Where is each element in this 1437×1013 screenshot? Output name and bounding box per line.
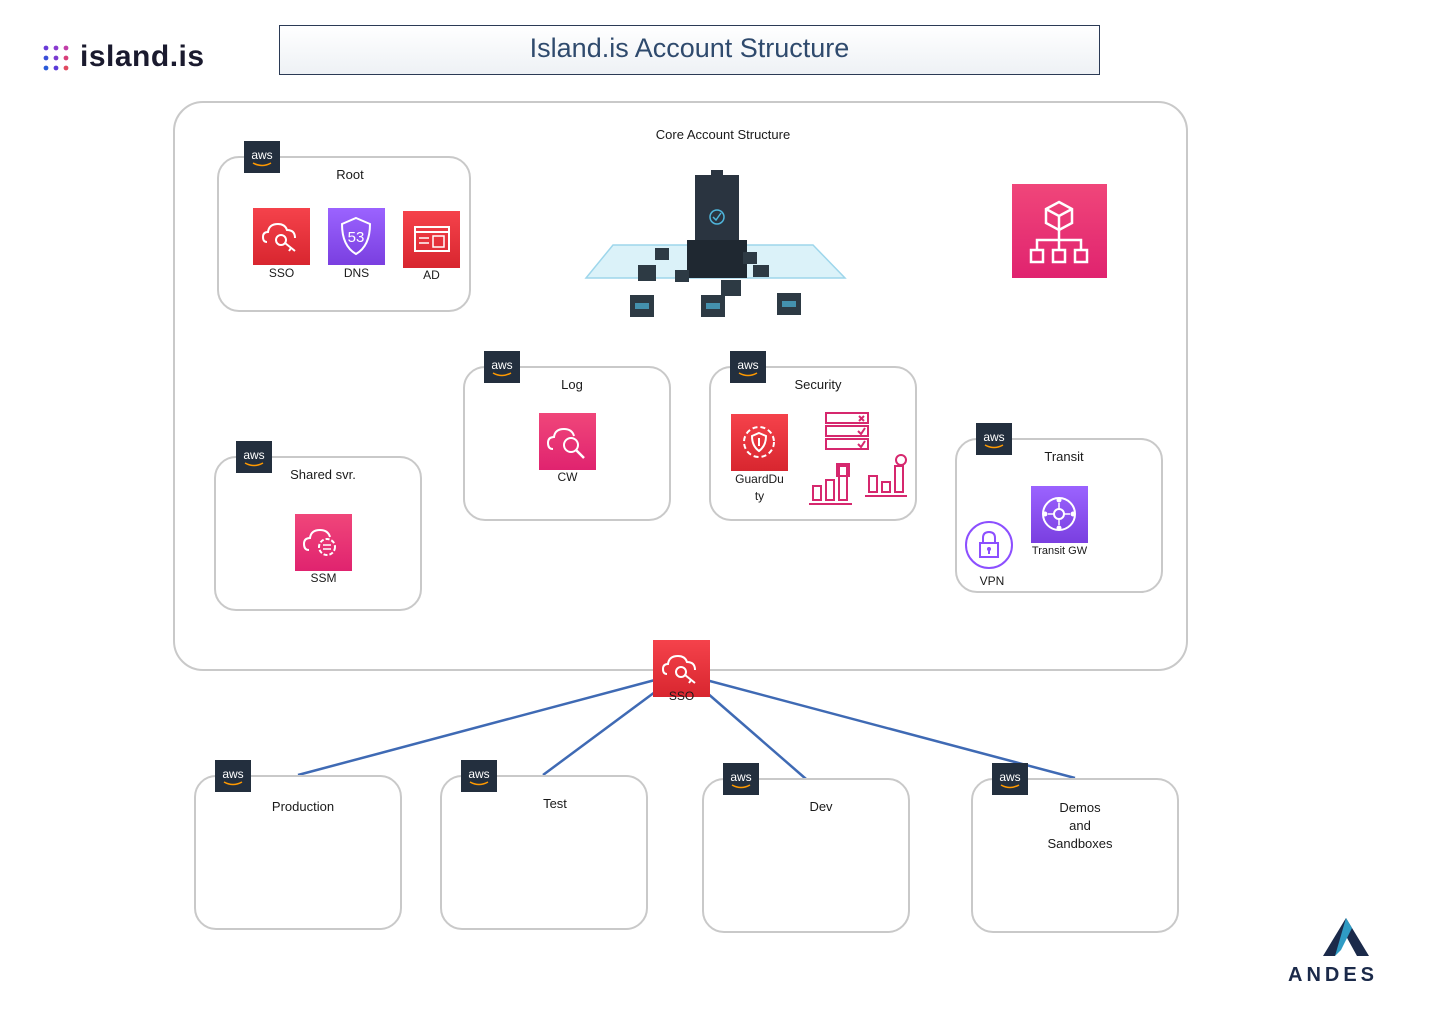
sso-hub-icon — [653, 640, 710, 697]
dns-label: DNS — [343, 266, 370, 280]
security-hub-icon — [809, 412, 907, 505]
transit-gw-label: Transit GW — [1031, 545, 1088, 557]
organizations-icon — [1012, 184, 1107, 278]
demos-label-line3: Sandboxes — [1047, 836, 1113, 851]
cloudwatch-icon — [539, 413, 596, 470]
shared-services-label: Shared svr. — [290, 467, 356, 482]
control-tower-icon — [584, 170, 847, 317]
connector-test — [542, 690, 656, 777]
diagram-title: Island.is Account Structure — [529, 33, 850, 63]
test-label: Test — [543, 796, 567, 811]
aws-badge-text: aws — [999, 770, 1020, 784]
ad-label: AD — [423, 268, 440, 282]
demos-sandboxes-account — [971, 778, 1179, 933]
aws-badge-log: aws — [484, 351, 520, 383]
demos-label-line1: Demos — [1059, 800, 1101, 815]
demos-sandboxes-label: Demos and Sandboxes — [1030, 799, 1130, 853]
root-account-label: Root — [336, 167, 364, 182]
aws-badge-text: aws — [491, 358, 512, 372]
guardduty-icon — [731, 414, 788, 471]
security-account-label: Security — [794, 377, 842, 392]
aws-badge-text: aws — [251, 148, 272, 162]
cw-label: CW — [557, 470, 578, 484]
directory-service-icon — [403, 211, 460, 268]
title-box — [279, 25, 1100, 75]
aws-badge-text: aws — [983, 430, 1004, 444]
dev-account — [702, 778, 910, 933]
island-logo-text: island.is — [80, 40, 205, 73]
aws-badge-text: aws — [737, 358, 758, 372]
aws-badge-text: aws — [468, 767, 489, 781]
island-logo-icon — [43, 45, 69, 71]
aws-badge-production: aws — [215, 760, 251, 792]
sso-label: SSO — [268, 266, 295, 280]
aws-badge-shared: aws — [236, 441, 272, 473]
dev-label: Dev — [809, 799, 833, 814]
guardduty-label-line1: GuardDu — [735, 472, 784, 486]
production-account — [194, 775, 402, 930]
guardduty-label-line2: ty — [754, 489, 765, 503]
guardduty-label: GuardDu ty — [722, 471, 797, 505]
aws-badge-text: aws — [222, 767, 243, 781]
connector-dev — [705, 691, 807, 780]
demos-label-line2: and — [1069, 818, 1091, 833]
sso-icon — [253, 208, 310, 265]
production-label: Production — [271, 799, 335, 814]
aws-badge-text: aws — [243, 448, 264, 462]
log-account-label: Log — [561, 377, 583, 392]
ssm-icon — [295, 514, 352, 571]
route53-icon: 53 — [328, 208, 385, 265]
ssm-label: SSM — [310, 571, 337, 585]
transit-gateway-icon — [1031, 486, 1088, 543]
aws-badge-root: aws — [244, 141, 280, 173]
andes-logo-icon — [1323, 918, 1369, 956]
aws-badge-demos: aws — [992, 763, 1028, 795]
vpn-icon — [965, 521, 1013, 569]
aws-badge-text: aws — [730, 770, 751, 784]
aws-badge-transit: aws — [976, 423, 1012, 455]
test-account — [440, 775, 648, 930]
connector-production — [297, 678, 656, 777]
connector-demos — [705, 678, 1076, 780]
core-account-label: Core Account Structure — [655, 127, 791, 142]
aws-badge-security: aws — [730, 351, 766, 383]
sso-hub-label: SSO — [668, 689, 695, 703]
aws-badge-dev: aws — [723, 763, 759, 795]
svg-text:53: 53 — [348, 229, 365, 246]
aws-badge-test: aws — [461, 760, 497, 792]
vpn-label: VPN — [979, 574, 1005, 588]
andes-brand-text: ANDES — [1288, 964, 1379, 986]
transit-account-label: Transit — [1044, 449, 1084, 464]
